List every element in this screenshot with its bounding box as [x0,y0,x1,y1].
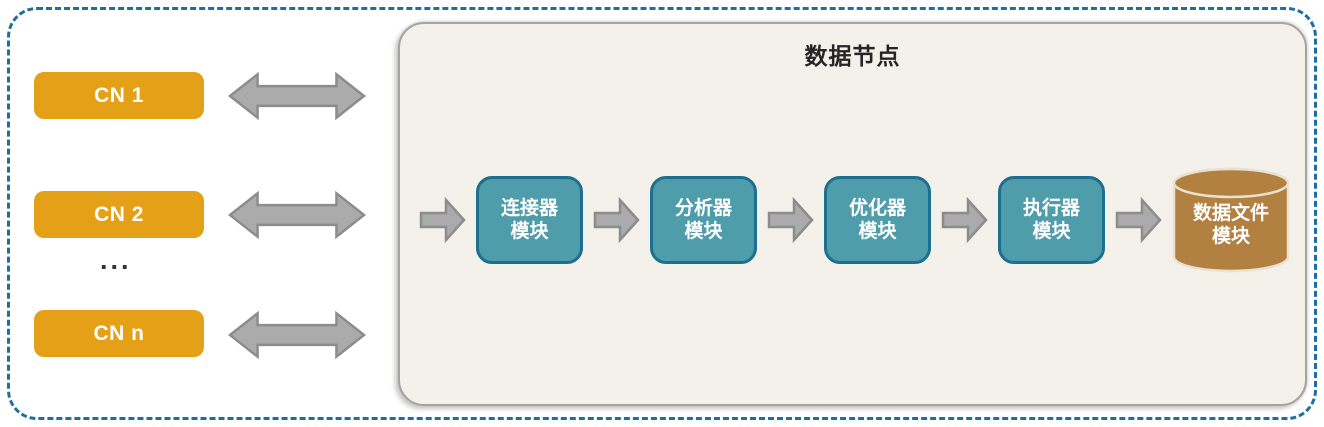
cn-node-n: CN n [34,310,204,357]
module-pipeline: 连接器 模块 分析器 模块 优化器 模块 执行器 模块 [419,165,1290,275]
data-file-module-label: 数据文件 模块 [1172,202,1290,248]
cn-node-2-label: CN 2 [94,202,144,226]
flow-arrow-icon [593,196,640,244]
flow-arrow-icon [419,196,466,244]
cn-node-1-label: CN 1 [94,83,144,107]
optimizer-module-label-line2: 模块 [858,221,897,242]
connector-module: 连接器 模块 [476,176,583,264]
flow-arrow-icon [1115,196,1162,244]
double-arrow-icon [228,190,366,240]
executor-module-label-line1: 执行器 [1022,197,1080,219]
parser-module: 分析器 模块 [650,176,757,264]
data-file-module-label-line1: 数据文件 [1192,203,1269,224]
cluster-dashed-border [7,7,1317,420]
cn-node-2: CN 2 [34,191,204,238]
double-arrow-icon [228,71,366,121]
database-cylinder-icon [1172,167,1290,273]
data-node-title: 数据节点 [804,43,901,69]
cn-node-1: CN 1 [34,72,204,119]
more-nodes-ellipsis: ... [100,245,132,275]
executor-module-label-line2: 模块 [1032,221,1071,242]
connector-module-label-line2: 模块 [510,221,549,242]
cn-node-n-label: CN n [93,321,145,345]
data-node-panel: 数据节点 连接器 模块 分析器 模块 优化器 模块 [398,22,1307,406]
flow-arrow-icon [767,196,814,244]
executor-module: 执行器 模块 [998,176,1105,264]
optimizer-module-label-line1: 优化器 [848,197,906,219]
parser-module-label-line2: 模块 [684,221,723,242]
double-arrow-icon [228,310,366,360]
parser-module-label-line1: 分析器 [674,197,732,219]
data-file-module-label-line2: 模块 [1211,226,1250,248]
connector-module-label-line1: 连接器 [500,197,558,219]
optimizer-module: 优化器 模块 [824,176,931,264]
data-file-module: 数据文件 模块 [1172,167,1290,273]
flow-arrow-icon [941,196,988,244]
